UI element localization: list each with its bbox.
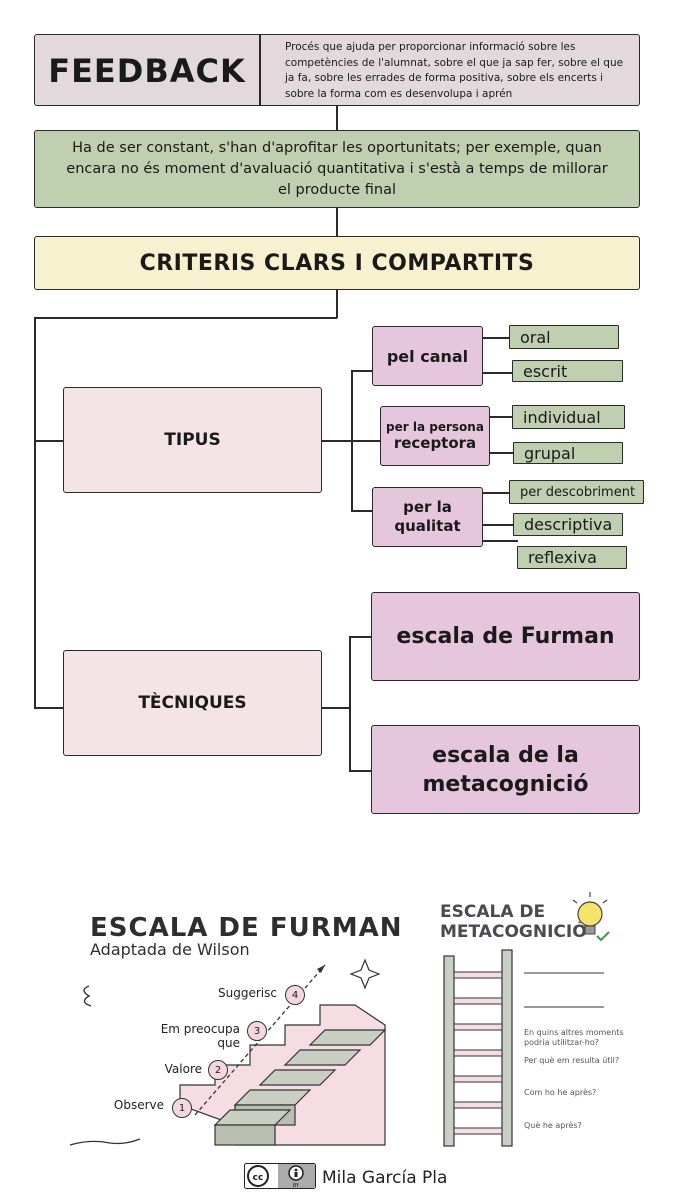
option-descriptiva: descriptiva xyxy=(513,513,623,536)
feedback-title: FEEDBACK xyxy=(48,52,246,90)
furman-illustration-subtitle: Adaptada de Wilson xyxy=(90,940,250,959)
stairs-illustration xyxy=(69,958,387,1146)
connector xyxy=(34,707,64,709)
option-escrit: escrit xyxy=(512,360,623,382)
connector xyxy=(336,208,338,236)
connector xyxy=(349,770,372,772)
connector xyxy=(490,416,513,418)
sparkle-icon xyxy=(349,958,381,990)
lightbulb-icon xyxy=(572,892,610,942)
connector xyxy=(483,372,513,374)
step-3-number: 3 xyxy=(247,1021,267,1041)
connector xyxy=(349,636,372,638)
svg-text:cc: cc xyxy=(253,1173,264,1183)
qualitat-label-1: per la xyxy=(403,498,452,516)
trunk-line xyxy=(34,317,36,709)
option-reflexiva: reflexiva xyxy=(517,546,627,569)
connector xyxy=(490,452,513,454)
qualitat-label-2: qualitat xyxy=(394,517,461,535)
svg-text:BY: BY xyxy=(293,1183,300,1189)
step-2-number: 2 xyxy=(208,1060,228,1080)
persona-label-2: receptora xyxy=(393,434,477,452)
connector xyxy=(34,440,64,442)
option-grupal: grupal xyxy=(513,442,623,464)
option-per-descobriment: per descobriment xyxy=(509,480,644,504)
step-3-label: Em preocupa que xyxy=(160,1022,240,1050)
connector xyxy=(483,337,510,339)
connector xyxy=(336,106,338,130)
step-4-number: 4 xyxy=(285,985,305,1005)
meta-question-3: Com ho he après? xyxy=(524,1088,597,1097)
criteria-banner: CRITERIS CLARS I COMPARTITS xyxy=(34,236,640,290)
connector xyxy=(483,540,518,542)
step-1-number: 1 xyxy=(172,1098,192,1118)
furman-illustration-title: ESCALA DE FURMAN xyxy=(90,913,403,943)
meta-label-2: metacognició xyxy=(422,771,589,797)
meta-illustration-title: ESCALA DE METACOGNICIÓ xyxy=(440,902,587,942)
tecniques-box: TÈCNIQUES xyxy=(63,650,322,756)
answer-line xyxy=(524,972,604,974)
constant-note: Ha de ser constant, s'han d'aprofitar le… xyxy=(34,130,640,208)
tecniques-branch xyxy=(349,636,351,771)
option-oral: oral xyxy=(509,325,619,349)
connector xyxy=(351,370,373,372)
step-4-label: Suggerisc xyxy=(218,986,277,1000)
ladder-illustration xyxy=(443,949,513,1147)
meta-question-2: Per què em resulta útil? xyxy=(524,1056,620,1065)
author-credit: Mila García Pla xyxy=(322,1168,448,1188)
furman-box: escala de Furman xyxy=(371,592,640,681)
persona-label-1: per la persona xyxy=(386,420,484,434)
connector xyxy=(351,440,381,442)
connector xyxy=(34,317,337,319)
tipus-box: TIPUS xyxy=(63,387,322,493)
feedback-description: Procés que ajuda per proporcionar inform… xyxy=(285,41,624,100)
meta-question-1: En quins altres moments podria utilitzar… xyxy=(524,1028,624,1047)
step-2-label: Valore xyxy=(164,1062,202,1076)
qualitat-box: per la qualitat xyxy=(372,487,483,547)
feedback-header: FEEDBACK Procés que ajuda per proporcion… xyxy=(34,34,640,106)
canal-box: pel canal xyxy=(372,326,483,386)
metacognicio-box: escala de la metacognició xyxy=(371,725,640,814)
persona-box: per la persona receptora xyxy=(380,406,490,466)
header-divider xyxy=(259,35,261,105)
connector xyxy=(483,492,510,494)
meta-title-1: ESCALA DE xyxy=(440,902,546,922)
cc-by-license-icon: cc BY xyxy=(244,1163,316,1189)
connector xyxy=(322,440,352,442)
answer-line xyxy=(524,1006,604,1008)
connector xyxy=(322,707,350,709)
connector xyxy=(483,524,513,526)
meta-label-1: escala de la xyxy=(432,742,579,768)
doodle-icon xyxy=(83,985,92,1007)
connector xyxy=(336,290,338,318)
step-1-label: Observe xyxy=(113,1098,164,1112)
option-individual: individual xyxy=(512,405,625,429)
connector xyxy=(351,510,373,512)
meta-question-4: Què he après? xyxy=(524,1121,582,1130)
meta-title-2: METACOGNICIÓ xyxy=(440,922,587,942)
